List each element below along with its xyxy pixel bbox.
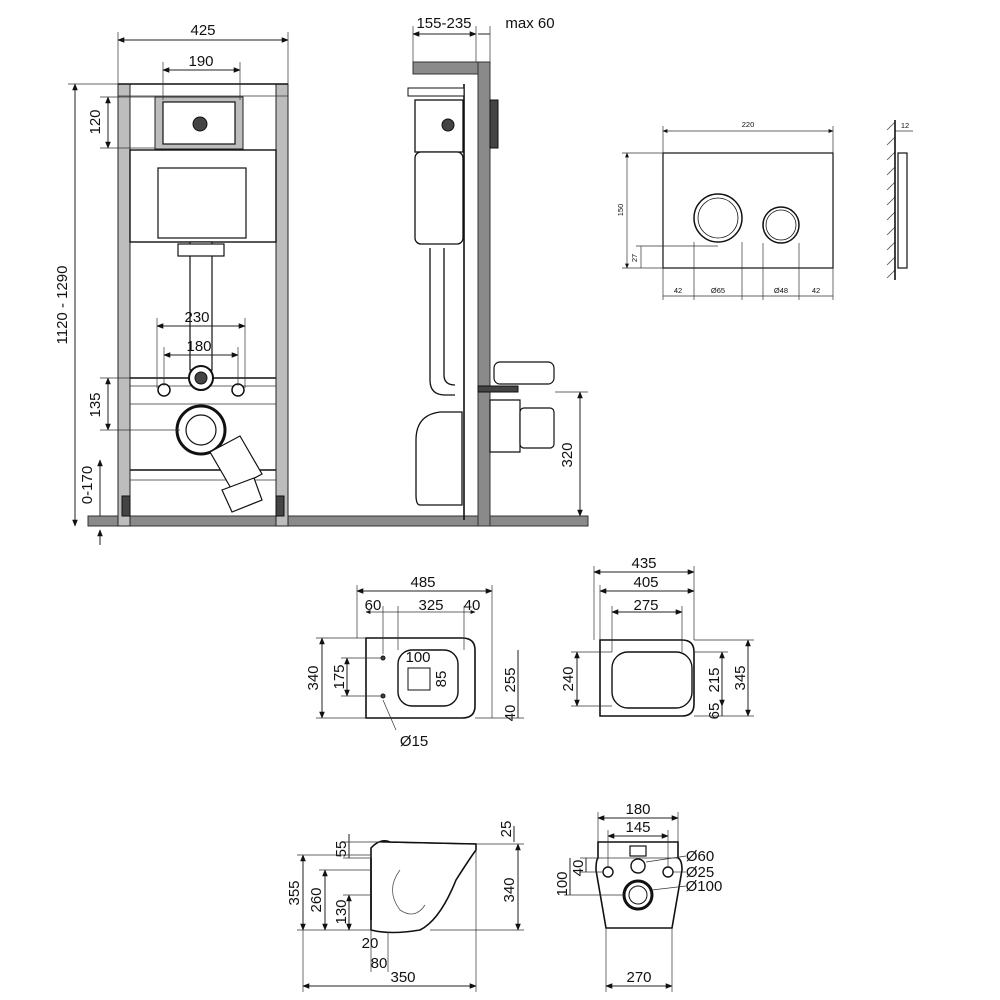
plate-height: 150 xyxy=(616,204,625,217)
bowl-left: 60 xyxy=(365,597,382,614)
bowl-side-outline xyxy=(370,840,477,934)
plate-side xyxy=(897,152,908,269)
side-low: 20 xyxy=(362,935,379,952)
flush-plate[interactable] xyxy=(662,152,834,269)
flush-plate-view: 220 150 27 42 Ø65 Ø48 42 12 xyxy=(616,120,913,300)
dim-foot-adjust: 0-170 xyxy=(79,466,96,504)
plate-margin-left: 42 xyxy=(674,286,682,295)
back-d2: Ø25 xyxy=(686,864,714,881)
side-cistern xyxy=(414,151,464,245)
seat-outer-h: 345 xyxy=(732,665,749,690)
seat-top-view: 435 405 275 240 215 345 65 xyxy=(560,555,754,719)
dim-total-height: 1120 - 1290 xyxy=(54,266,71,345)
plate-small-button: Ø48 xyxy=(774,286,788,295)
plate-thickness: 12 xyxy=(901,121,909,130)
bowl-front-width: 255 xyxy=(502,667,519,692)
bowl-back-view: 180 145 Ø60 Ø25 Ø100 40 100 270 xyxy=(554,801,722,992)
bowl-back: 40 xyxy=(502,705,519,722)
side-outlet: 130 xyxy=(333,899,350,924)
bowl-seat-h: 85 xyxy=(433,671,450,688)
frame-left-post xyxy=(117,83,131,527)
back-d3: Ø100 xyxy=(686,878,723,895)
side-length: 350 xyxy=(390,969,415,986)
seat-left-h: 240 xyxy=(560,666,577,691)
seat-outline xyxy=(611,651,693,709)
bowl-seat-w: 100 xyxy=(405,649,430,666)
dim-cistern-height: 120 xyxy=(87,109,104,134)
side-height: 340 xyxy=(501,877,518,902)
side-top: 55 xyxy=(333,841,350,858)
dim-inner-width: 190 xyxy=(188,53,213,70)
back-outer: 180 xyxy=(625,801,650,818)
back-d1: Ø60 xyxy=(686,848,714,865)
side-view: 155-235 max 60 320 xyxy=(407,15,588,527)
bowl-top-view: 485 60 325 40 340 175 100 85 255 40 Ø15 xyxy=(305,574,524,750)
seat-width-mid: 405 xyxy=(633,574,658,591)
dim-depth: 155-235 xyxy=(416,15,471,32)
side-total: 355 xyxy=(286,880,303,905)
frame-right-post xyxy=(275,83,289,527)
dim-rod-spacing: 230 xyxy=(184,309,209,326)
dim-wall-max: max 60 xyxy=(505,15,554,32)
bowl-hole-spacing: 175 xyxy=(331,664,348,689)
side-mid: 260 xyxy=(308,887,325,912)
back-h2: 100 xyxy=(554,871,571,896)
wall xyxy=(477,61,491,527)
back-width: 270 xyxy=(626,969,651,986)
front-view: 425 190 120 1120 - 1290 230 180 135 0-17… xyxy=(54,22,589,545)
floor xyxy=(87,515,589,527)
seat-inner-h: 215 xyxy=(706,667,723,692)
seat-width-outer: 435 xyxy=(631,555,656,572)
bowl-height: 340 xyxy=(305,665,322,690)
seat-bottom: 65 xyxy=(706,703,723,720)
bowl-right: 40 xyxy=(464,597,481,614)
dim-side-outlet-height: 320 xyxy=(559,442,576,467)
bowl-side-view: 25 55 355 260 130 20 80 340 350 xyxy=(286,821,524,992)
bowl-length: 485 xyxy=(410,574,435,591)
bowl-mid: 325 xyxy=(418,597,443,614)
dim-outlet-height: 135 xyxy=(87,392,104,417)
side-cistern-top xyxy=(414,99,464,153)
bowl-hole-dia: Ø15 xyxy=(400,733,428,750)
dim-pipe-spacing: 180 xyxy=(186,338,211,355)
side-top-gap: 25 xyxy=(498,821,515,838)
back-h1: 40 xyxy=(570,860,587,877)
back-inner: 145 xyxy=(625,819,650,836)
plate-margin-right: 42 xyxy=(812,286,820,295)
plate-width: 220 xyxy=(742,120,755,129)
plate-offset: 27 xyxy=(630,254,639,262)
dim-frame-width: 425 xyxy=(190,22,215,39)
seat-width-inner: 275 xyxy=(633,597,658,614)
side-base: 80 xyxy=(371,955,388,972)
plate-big-button: Ø65 xyxy=(711,286,725,295)
